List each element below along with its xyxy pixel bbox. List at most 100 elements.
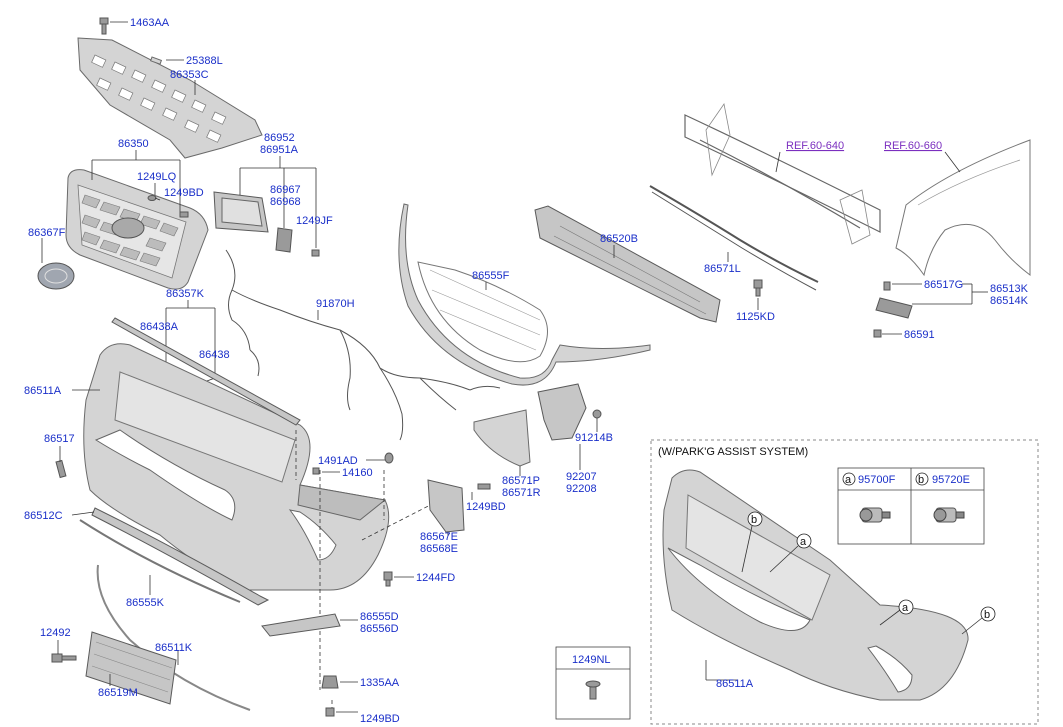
- upper-grille-insert: [77, 37, 263, 159]
- ref-60-660[interactable]: REF.60-660: [884, 140, 942, 152]
- sensor-a-icon: [859, 507, 891, 523]
- sensor-a-letter: a: [845, 474, 852, 486]
- label-1249BD-mid: 1249BD: [466, 501, 506, 513]
- label-86517G: 86517G: [924, 279, 963, 291]
- lower-beam-86571L: [649, 185, 819, 291]
- label-92208: 92208: [566, 483, 597, 495]
- bracket-86567E: [427, 479, 465, 533]
- label-86511K: 86511K: [155, 642, 193, 654]
- label-12492: 12492: [40, 627, 71, 639]
- emblem-25388L: [149, 56, 163, 65]
- label-1249JF: 1249JF: [296, 215, 333, 227]
- bolt-1125KD: [753, 279, 763, 297]
- label-1125KD: 1125KD: [736, 311, 775, 323]
- label-86555F: 86555F: [472, 270, 510, 282]
- label-1249BD-upper: 1249BD: [164, 187, 204, 199]
- screw-1249BD-upper: [179, 211, 189, 218]
- label-86952: 86952: [264, 132, 295, 144]
- label-86438: 86438: [199, 349, 230, 361]
- screw-1249JF: [311, 249, 320, 257]
- upper-trim-strip: [111, 317, 301, 426]
- label-86513K: 86513K: [990, 283, 1029, 295]
- label-86571L: 86571L: [704, 263, 741, 275]
- label-1249LQ: 1249LQ: [137, 171, 177, 183]
- emblem-86367F: [37, 262, 75, 290]
- bracket-86555D: [261, 613, 341, 637]
- label-1491AD: 1491AD: [318, 455, 358, 467]
- label-86555K: 86555K: [126, 597, 165, 609]
- label-86967: 86967: [270, 184, 301, 196]
- label-86517: 86517: [44, 433, 75, 445]
- grille-surround-86555F: [398, 203, 651, 386]
- parking-assist-inset: (W/PARK'G ASSIST SYSTEM) a 95700F b 9572…: [650, 439, 1039, 725]
- label-1249BD-bottom: 1249BD: [360, 713, 400, 725]
- label-86555D: 86555D: [360, 611, 399, 623]
- wiring-harness-91870H: [225, 249, 501, 441]
- label-86511A-main: 86511A: [24, 385, 62, 397]
- label-86968: 86968: [270, 196, 301, 208]
- label-1249NL: 1249NL: [572, 654, 611, 666]
- label-14160: 14160: [342, 467, 373, 479]
- label-86568E: 86568E: [420, 543, 458, 555]
- bracket-86951A: [213, 191, 293, 253]
- label-86519M: 86519M: [98, 687, 138, 699]
- fender-ref: [895, 139, 1031, 277]
- label-86571R: 86571R: [502, 487, 541, 499]
- clip-1335AA: [321, 675, 339, 689]
- inset-bumper-label: 86511A: [716, 678, 754, 690]
- label-86556D: 86556D: [360, 623, 399, 635]
- clip-86517G: [883, 281, 891, 291]
- clip-91214B: [592, 409, 602, 419]
- callout-b-1: b: [751, 514, 757, 526]
- lower-strip-86511K: [96, 564, 251, 711]
- energy-absorber-86520B: [534, 205, 721, 323]
- license-plate-bracket-86519M: [85, 631, 177, 705]
- fog-lamp-garnish-86571P: [473, 409, 531, 467]
- label-86951A: 86951A: [260, 144, 299, 156]
- label-25388L: 25388L: [186, 55, 223, 67]
- clip-1463AA: [99, 17, 109, 35]
- screw-14160: [312, 467, 320, 475]
- label-92207: 92207: [566, 471, 597, 483]
- label-91214B: 91214B: [575, 432, 613, 444]
- label-86512C: 86512C: [24, 510, 63, 522]
- label-86353C: 86353C: [170, 69, 209, 81]
- label-86571P: 86571P: [502, 475, 540, 487]
- callout-a-2: a: [902, 602, 909, 614]
- sensor-a-part: 95700F: [858, 474, 896, 486]
- sensor-b-letter: b: [918, 474, 924, 486]
- sensor-b-icon: [933, 507, 965, 523]
- screw-1244FD: [383, 571, 393, 587]
- label-86567E: 86567E: [420, 531, 458, 543]
- screw-1249LQ: [147, 195, 161, 201]
- label-86591: 86591: [904, 329, 935, 341]
- front-bumper-86511A: [83, 343, 390, 591]
- garnish-86555K: [79, 519, 241, 603]
- sensor-b-part: 95720E: [932, 474, 970, 486]
- ref-60-640[interactable]: REF.60-640: [786, 140, 844, 152]
- screw-1249NL: [585, 680, 601, 700]
- tow-hook-cover-86517: [55, 459, 67, 479]
- lower-lip-86512C: [91, 507, 270, 606]
- label-86367F: 86367F: [28, 227, 66, 239]
- screw-86591: [873, 329, 882, 338]
- callout-a-1: a: [800, 536, 807, 548]
- nut-1491AD: [384, 452, 394, 464]
- label-86520B: 86520B: [600, 233, 638, 245]
- label-91870H: 91870H: [316, 298, 355, 310]
- label-86514K: 86514K: [990, 295, 1029, 307]
- label-1244FD: 1244FD: [416, 572, 455, 584]
- bracket-86513K: [875, 297, 913, 319]
- label-1463AA: 1463AA: [130, 17, 170, 29]
- bolt-12492: [51, 653, 77, 663]
- label-86438A: 86438A: [140, 321, 179, 333]
- screw-1249BD-mid: [477, 483, 491, 490]
- label-86350: 86350: [118, 138, 149, 150]
- screw-1249BD-bottom: [325, 707, 335, 717]
- label-86357K: 86357K: [166, 288, 205, 300]
- callout-b-2: b: [984, 609, 990, 621]
- radiator-grille-86350: [65, 169, 209, 290]
- box-1249NL: 1249NL: [555, 646, 631, 720]
- bumper-beam-ref: [684, 102, 881, 245]
